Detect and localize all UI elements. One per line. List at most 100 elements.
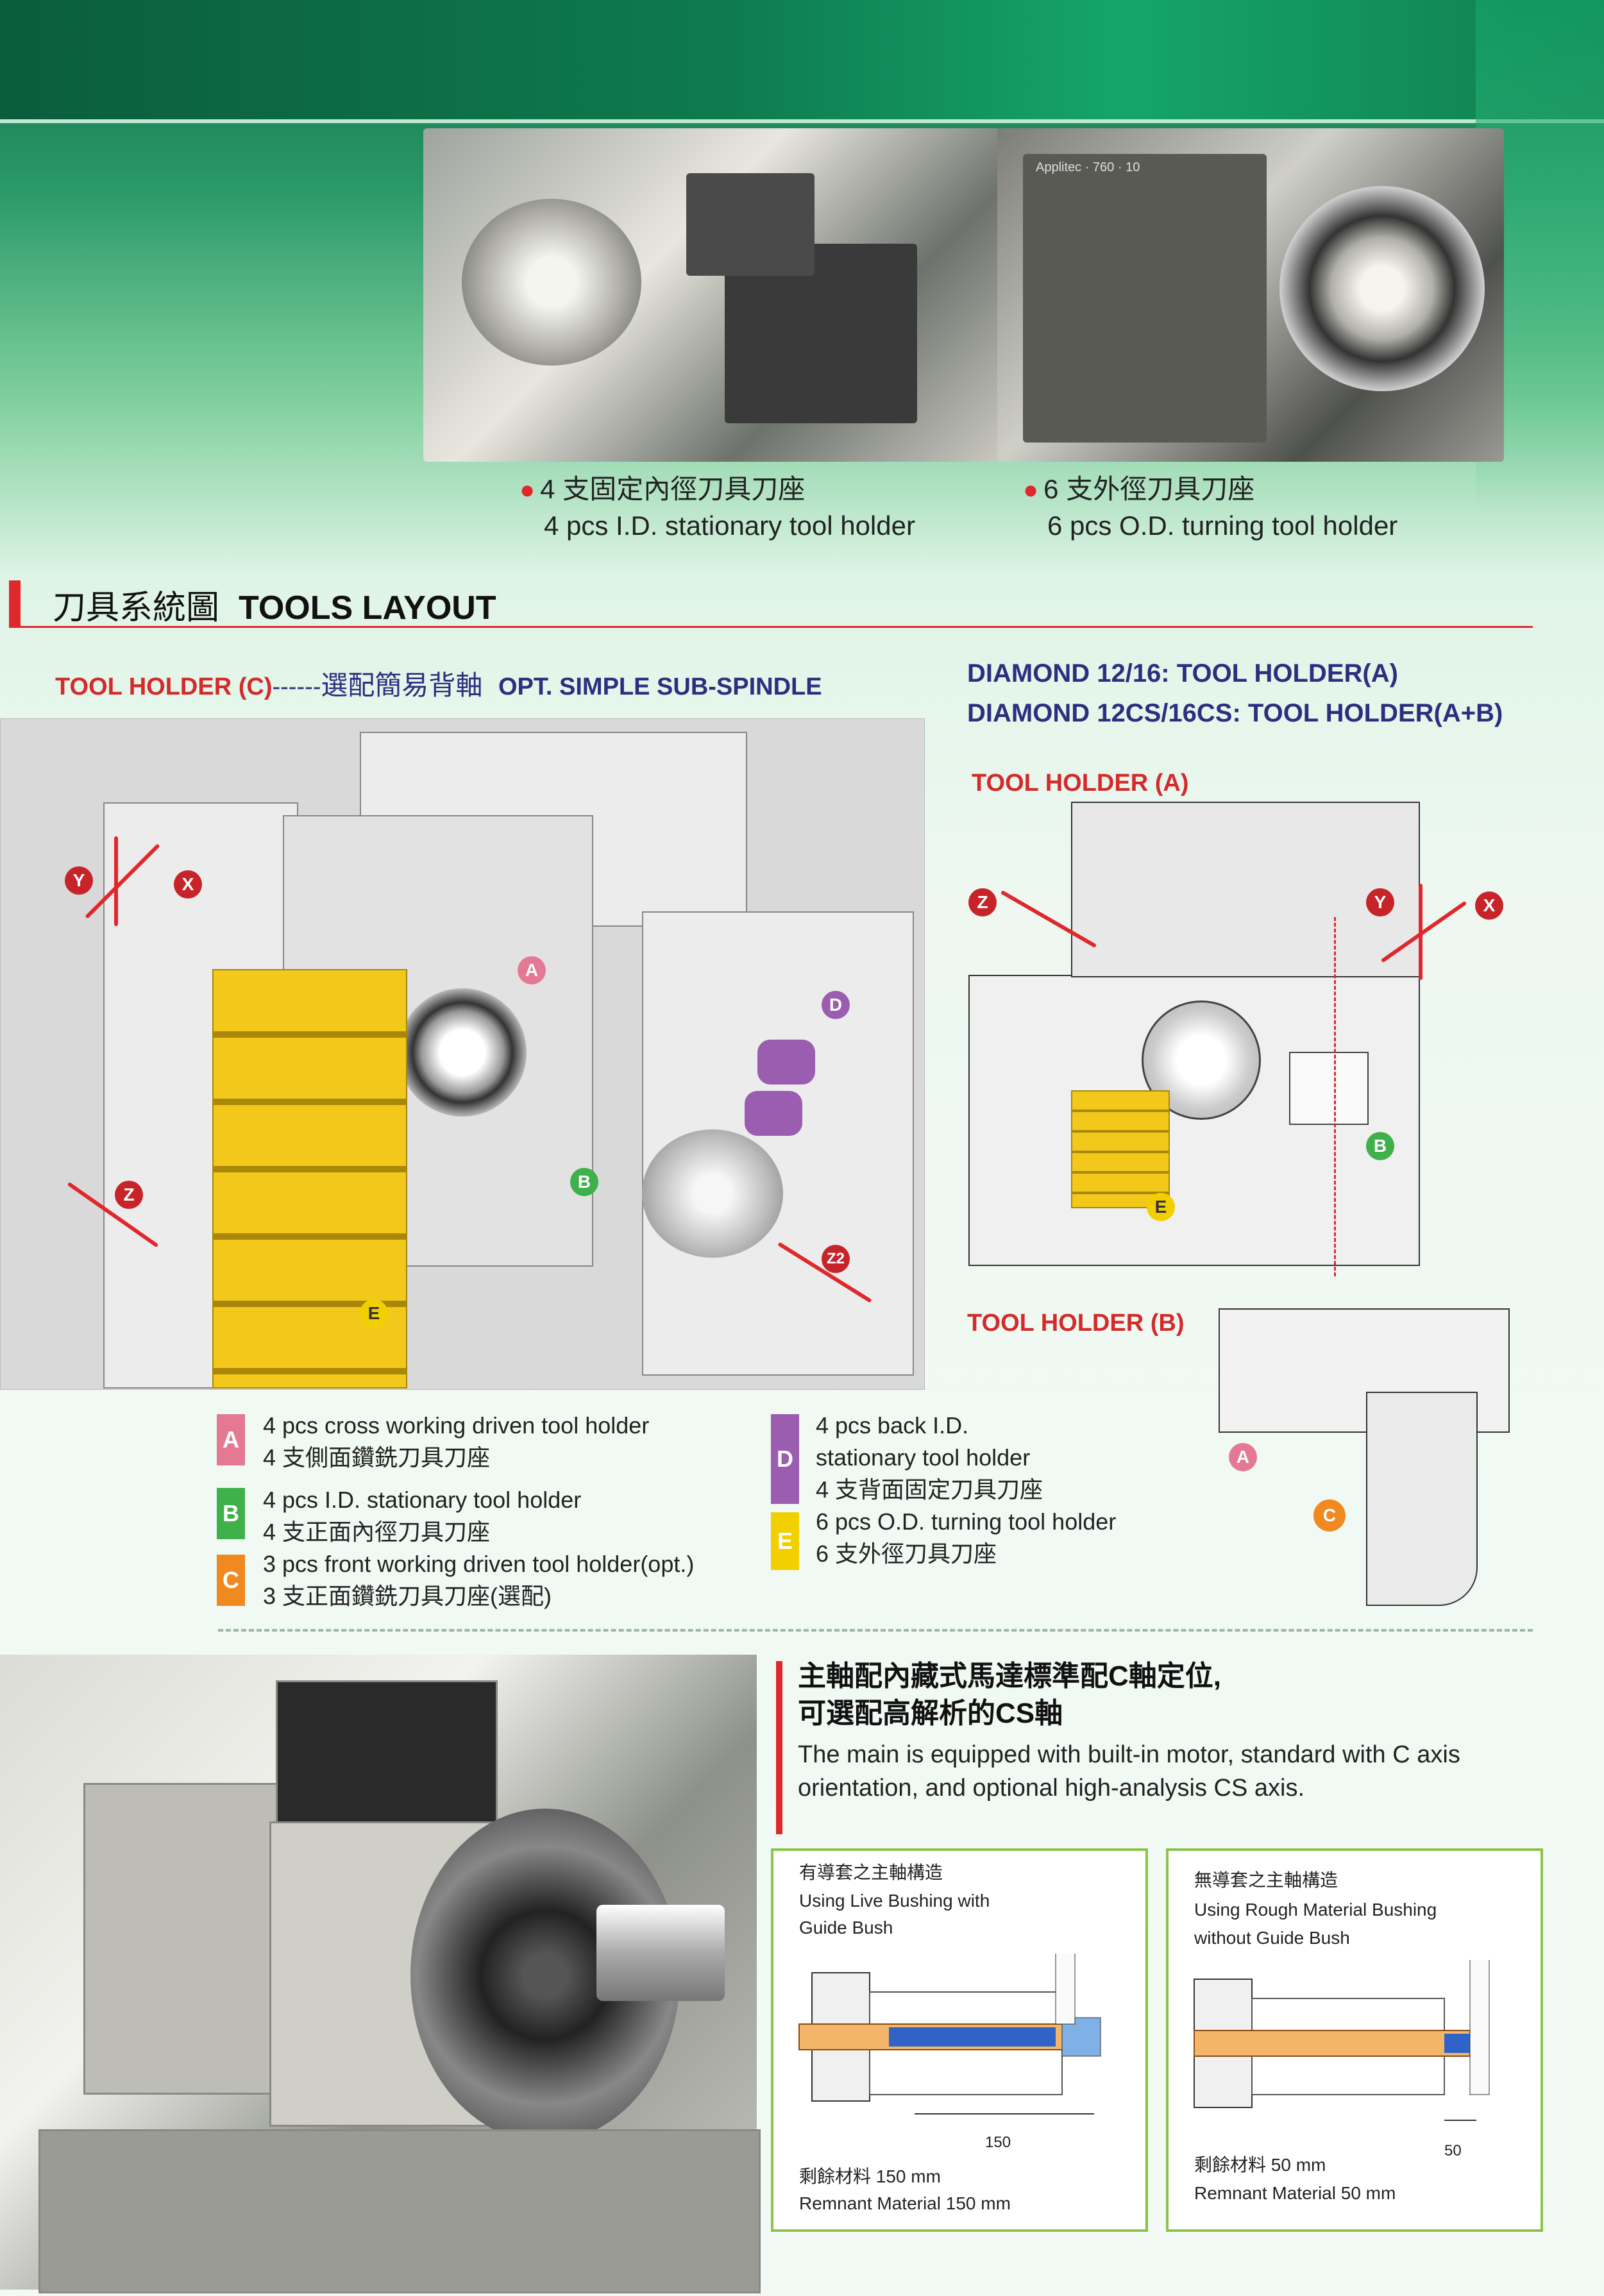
legend-d-zh: 4 支背面固定刀具刀座 xyxy=(816,1476,1043,1503)
box2-remnant-zh: 剩餘材料 50 mm xyxy=(1194,2155,1326,2175)
tool-block-top xyxy=(686,173,815,276)
legend-key-d: D xyxy=(771,1414,799,1504)
axis-y-arrow xyxy=(114,836,118,926)
right-header-line1: DIAMOND 12/16: TOOL HOLDER(A) xyxy=(967,659,1398,688)
box1-title-en2: Guide Bush xyxy=(799,1918,893,1937)
tool-holder-c-label: TOOL HOLDER (C) xyxy=(55,673,273,700)
section-dashed-divider xyxy=(218,1629,1533,1632)
applitec-plate: Applitec · 760 · 10 xyxy=(1036,160,1140,174)
axis-y-badge: Y xyxy=(65,866,93,895)
spindle-motor-photo xyxy=(0,1655,761,2293)
right-badge-e: E xyxy=(1147,1193,1175,1221)
legend-d-en1: 4 pcs back I.D. xyxy=(816,1412,969,1439)
spindle-heading: 主軸配內藏式馬達標準配C軸定位, 可選配高解析的CS軸 xyxy=(798,1658,1221,1732)
box2-remnant-en: Remnant Material 50 mm xyxy=(1194,2183,1396,2203)
tool-holder-a-diagram: Z Y X B E xyxy=(968,795,1503,1276)
legend-key-a: A xyxy=(217,1414,245,1465)
right-axis-y-badge: Y xyxy=(1366,888,1394,916)
right-badge-c: C xyxy=(1313,1499,1346,1532)
id-holder-d-2 xyxy=(745,1091,802,1136)
section-marker xyxy=(9,580,21,627)
holder-a-top xyxy=(1071,802,1420,977)
caption-right-zh: 6 支外徑刀具刀座 xyxy=(1043,474,1255,504)
top-divider xyxy=(0,119,1604,123)
header-dashes: ------ xyxy=(272,673,321,700)
box1-dimension: 150 xyxy=(985,2134,1011,2151)
header-zh: 選配簡易背軸 xyxy=(321,670,483,700)
box1-title-en1: Using Live Bushing with xyxy=(799,1891,990,1911)
spindle-heading-line2: 可選配高解析的CS軸 xyxy=(798,1698,1063,1729)
badge-d: D xyxy=(822,991,850,1019)
header-en: OPT. SIMPLE SUB-SPINDLE xyxy=(498,673,822,700)
legend-c-en: 3 pcs front working driven tool holder xyxy=(263,1551,641,1577)
axis-x-badge: X xyxy=(174,870,202,899)
spindle-description: The main is equipped with built-in motor… xyxy=(798,1741,1460,1802)
dash-guide xyxy=(1334,917,1336,1276)
box1-spindle-drawing xyxy=(798,1954,1101,2115)
box2-spindle-drawing xyxy=(1194,1960,1490,2121)
legend-b-en: 4 pcs I.D. stationary tool holder xyxy=(263,1487,582,1513)
legend-key-b: B xyxy=(217,1488,245,1539)
legend-e-zh: 6 支外徑刀具刀座 xyxy=(816,1541,997,1567)
badge-e: E xyxy=(360,1299,388,1328)
right-badge-b: B xyxy=(1366,1132,1394,1160)
left-tool-diagram: Y X Z Z2 A D B E xyxy=(0,718,925,1390)
section-title-zh: 刀具系統圖 xyxy=(53,589,220,627)
motor-top-cap xyxy=(276,1680,498,1832)
legend-c: 3 pcs front working driven tool holder(o… xyxy=(263,1548,694,1612)
legend-key-e: E xyxy=(771,1512,799,1570)
spindle-heading-marker xyxy=(776,1661,782,1834)
caption-right-en: 6 pcs O.D. turning tool holder xyxy=(1047,511,1398,541)
right-axis-z-badge: Z xyxy=(968,888,997,916)
caption-left-en: 4 pcs I.D. stationary tool holder xyxy=(544,511,915,541)
caption-left: ●4 支固定內徑刀具刀座 4 pcs I.D. stationary tool … xyxy=(519,471,915,544)
spindle-end xyxy=(462,199,641,366)
legend-a: 4 pcs cross working driven tool holder 4… xyxy=(263,1410,649,1474)
box2-title-en1: Using Rough Material Bushing xyxy=(1194,1900,1437,1920)
tool-holder-b-label: TOOL HOLDER (B) xyxy=(967,1310,1185,1337)
right-axis-x-badge: X xyxy=(1475,891,1503,920)
chuck xyxy=(1279,186,1485,391)
legend-key-c: C xyxy=(217,1555,245,1606)
motor-base xyxy=(38,2129,761,2293)
live-bushing-box: 有導套之主軸構造 Using Live Bushing with Guide B… xyxy=(771,1848,1148,2232)
legend-a-en: 4 pcs cross working driven tool holder xyxy=(263,1412,650,1439)
legend-e: 6 pcs O.D. turning tool holder 6 支外徑刀具刀座 xyxy=(816,1506,1116,1570)
holder-b-head xyxy=(1366,1392,1478,1606)
motor-housing xyxy=(83,1783,280,2095)
legend-d-en2: stationary tool holder xyxy=(816,1444,1031,1471)
section-rule xyxy=(9,626,1533,628)
left-diagram-header: TOOL HOLDER (C)------選配簡易背軸 OPT. SIMPLE … xyxy=(55,664,822,703)
id-holder-d-1 xyxy=(757,1040,815,1085)
holder-b-cube xyxy=(1289,1052,1369,1125)
right-header-line2: DIAMOND 12CS/16CS: TOOL HOLDER(A+B) xyxy=(967,699,1503,727)
box2-dimension: 50 xyxy=(1444,2142,1462,2159)
caption-right: ●6 支外徑刀具刀座 6 pcs O.D. turning tool holde… xyxy=(1023,471,1397,544)
spindle-nose xyxy=(596,1905,725,2001)
legend-c-opt: (opt.) xyxy=(640,1551,695,1577)
holder-stack xyxy=(1023,154,1267,443)
badge-b: B xyxy=(570,1168,598,1196)
legend-a-zh: 4 支側面鑽銑刀具刀座 xyxy=(263,1444,491,1471)
legend-e-en: 6 pcs O.D. turning tool holder xyxy=(816,1508,1117,1535)
rough-bushing-box: 無導套之主軸構造 Using Rough Material Bushing wi… xyxy=(1166,1848,1543,2232)
badge-a: A xyxy=(518,956,546,984)
holder-a-yellow-block xyxy=(1071,1090,1170,1208)
tool-holder-b-diagram: A C xyxy=(1219,1296,1552,1616)
box1-remnant-zh: 剩餘材料 150 mm xyxy=(799,2166,941,2186)
caption-left-zh: 4 支固定內徑刀具刀座 xyxy=(540,474,806,504)
legend-c-zh: 3 支正面鑽銑刀具刀座(選配) xyxy=(263,1583,552,1609)
spindle-heading-line1: 主軸配內藏式馬達標準配C軸定位, xyxy=(798,1660,1221,1692)
main-spindle xyxy=(398,988,527,1117)
box1-title-zh: 有導套之主軸構造 xyxy=(799,1862,943,1882)
tool-holder-a-label: TOOL HOLDER (A) xyxy=(972,770,1189,797)
photo-od-turning-holder: Applitec · 760 · 10 xyxy=(997,128,1504,462)
legend-b: 4 pcs I.D. stationary tool holder 4 支正面內… xyxy=(263,1484,581,1548)
legend-d: 4 pcs back I.D. stationary tool holder 4… xyxy=(816,1410,1043,1506)
legend-b-zh: 4 支正面內徑刀具刀座 xyxy=(263,1519,491,1545)
box1-remnant-en: Remnant Material 150 mm xyxy=(799,2193,1011,2213)
photo-id-stationary-holder xyxy=(423,128,1000,462)
box2-title-en2: without Guide Bush xyxy=(1194,1928,1350,1948)
